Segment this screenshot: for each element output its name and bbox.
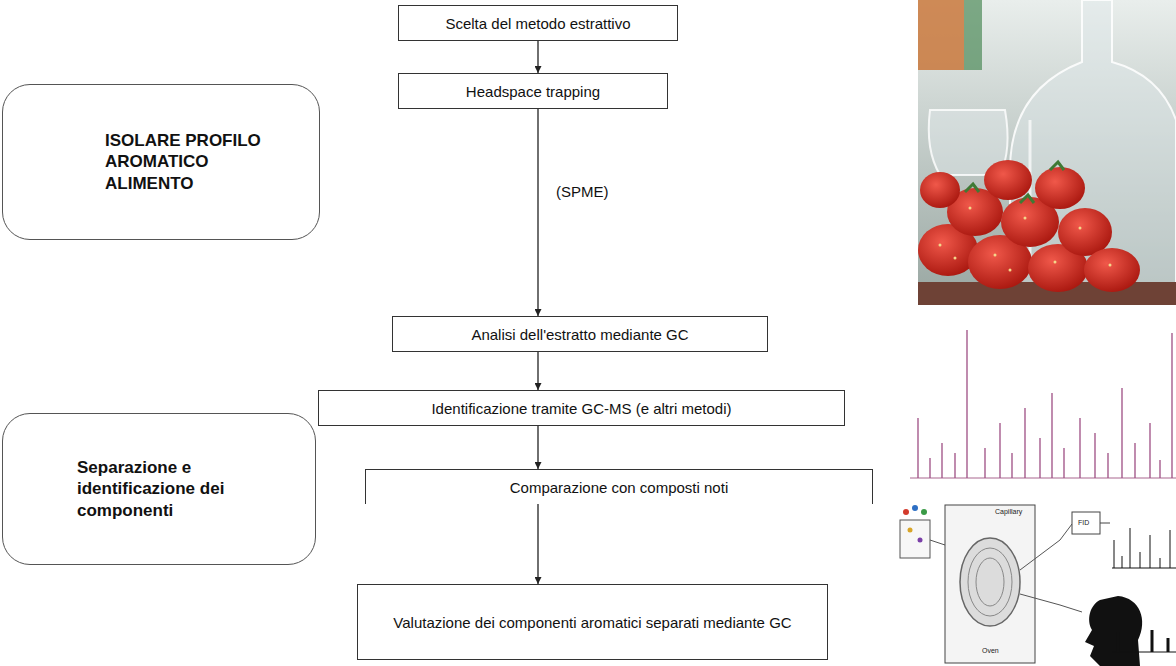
- text-wrap: ISOLARE PROFILO AROMATICO ALIMENTO: [105, 130, 280, 194]
- schematic-label: FID: [1077, 519, 1090, 526]
- phase-box: ISOLARE PROFILO AROMATICO ALIMENTO: [2, 84, 320, 240]
- text-wrap: Analisi dell'estratto mediante GC: [471, 326, 688, 343]
- strawberry-photo-part: [1058, 208, 1112, 256]
- gc-olfactometry-schematic-part: [1085, 596, 1142, 666]
- schematic-label: Oven: [981, 647, 1000, 654]
- flow-arrow: [537, 504, 538, 584]
- gc-olfactometry-schematic-part: [968, 548, 1012, 616]
- process-box: Analisi dell'estratto mediante GC: [392, 316, 768, 352]
- node-text: Separazione e identificazione dei compon…: [77, 457, 257, 521]
- chromatogram: [910, 330, 1176, 478]
- gc-olfactometry-schematic-part: [976, 558, 1004, 606]
- gc-olfactometry-schematic-part: [945, 505, 1035, 663]
- process-box: Identificazione tramite GC-MS (e altri m…: [318, 390, 845, 426]
- flow-arrow: [537, 426, 538, 469]
- gc-olfactometry-schematic-part: [960, 538, 1020, 626]
- flow-arrow: [537, 352, 538, 390]
- node-text: Comparazione con composti noti: [510, 479, 728, 496]
- gc-olfactometry-schematic-part: [1100, 523, 1110, 524]
- gc-olfactometry-schematic-part: [921, 509, 927, 515]
- process-box: Comparazione con composti noti: [365, 469, 873, 504]
- node-text: Valutazione dei componenti aromatici sep…: [393, 614, 791, 631]
- strawberry-photo: [918, 0, 1176, 305]
- schematic-label: Capillary: [994, 508, 1023, 515]
- node-text: ISOLARE PROFILO AROMATICO ALIMENTO: [105, 130, 280, 194]
- gc-olfactometry-schematic-part: [1020, 594, 1082, 612]
- strawberry-photo-part: [984, 160, 1032, 200]
- flow-arrow: [537, 109, 538, 316]
- gc-olfactometry-schematic-part: [1020, 524, 1072, 570]
- strawberry-photo-part-part: [969, 207, 972, 210]
- phase-box: Separazione e identificazione dei compon…: [2, 413, 316, 565]
- node-text: Headspace trapping: [466, 83, 600, 100]
- strawberry-photo-part-part: [1054, 261, 1057, 264]
- chromatogram-part: [918, 330, 1172, 478]
- node-text: Analisi dell'estratto mediante GC: [471, 326, 688, 343]
- text-wrap: Valutazione dei componenti aromatici sep…: [393, 614, 791, 631]
- gc-olfactometry-schematic-part: [900, 520, 930, 558]
- gc-olfactometry-schematic-part: [1072, 512, 1100, 534]
- strawberry-photo-part-part: [1024, 217, 1027, 220]
- text-wrap: Headspace trapping: [466, 83, 600, 100]
- gc-olfactometry-schematic-part: [1112, 528, 1176, 568]
- strawberry-photo-part: [918, 0, 964, 70]
- gc-olfactometry-schematic-part: [918, 538, 923, 543]
- strawberry-photo-part-part: [1109, 264, 1112, 267]
- strawberry-photo-part-part: [1009, 269, 1012, 272]
- text-wrap: Identificazione tramite GC-MS (e altri m…: [431, 400, 731, 417]
- chromatogram-part: [910, 478, 1176, 479]
- strawberry-photo-part: [918, 0, 1176, 305]
- gc-olfactometry-schematic: [900, 505, 1176, 666]
- gc-olfactometry-schematic-part: [912, 505, 918, 511]
- strawberry-photo-part: [1010, 0, 1176, 300]
- process-box: Valutazione dei componenti aromatici sep…: [357, 584, 828, 660]
- gc-olfactometry-schematic-part: [903, 509, 909, 515]
- node-text: Scelta del metodo estrattivo: [445, 15, 630, 32]
- strawberry-photo-part-part: [1079, 227, 1082, 230]
- process-box: Scelta del metodo estrattivo: [398, 5, 678, 41]
- text-wrap: Separazione e identificazione dei compon…: [77, 457, 257, 521]
- strawberry-photo-part: [965, 162, 1064, 203]
- node-text: Identificazione tramite GC-MS (e altri m…: [431, 400, 731, 417]
- strawberry-photo-part-part: [939, 244, 942, 247]
- strawberry-photo-part: [1035, 167, 1085, 209]
- gc-olfactometry-schematic-part: [1118, 630, 1168, 652]
- strawberry-photo-part: [939, 207, 1112, 272]
- strawberry-photo-part-part: [954, 257, 957, 260]
- gc-olfactometry-schematic-part: [908, 528, 913, 533]
- strawberry-photo-part: [964, 0, 982, 70]
- strawberry-photo-part: [920, 172, 960, 208]
- edge-label: (SPME): [554, 183, 611, 200]
- gc-olfactometry-schematic-part: [930, 540, 945, 545]
- flow-arrow: [537, 41, 538, 73]
- strawberry-photo-part-part: [994, 254, 997, 257]
- text-wrap: Scelta del metodo estrattivo: [445, 15, 630, 32]
- gc-olfactometry-schematic-part: [1112, 652, 1176, 653]
- process-box: Headspace trapping: [398, 73, 668, 109]
- strawberry-photo-part: [1084, 248, 1140, 292]
- text-wrap: Comparazione con composti noti: [510, 479, 728, 496]
